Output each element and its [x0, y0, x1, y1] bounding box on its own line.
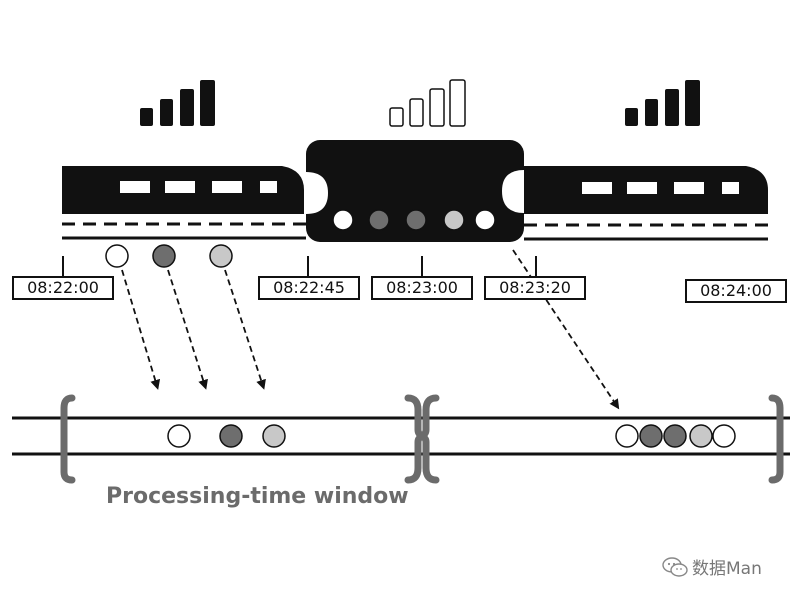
timestamp-ticks	[62, 256, 537, 276]
bottom-timeline	[12, 416, 790, 456]
timestamp-label: 08:23:20	[484, 276, 586, 300]
timestamp-label: 08:22:00	[12, 276, 114, 300]
window-event-white	[167, 424, 191, 448]
tunnel-event-light-gray	[443, 209, 465, 231]
watermark: 数据Man	[662, 554, 762, 583]
tunnel-event-white	[474, 209, 496, 231]
tunnel-events	[332, 209, 496, 231]
train-right	[524, 166, 768, 214]
tunnel-event-dark-gray	[405, 209, 427, 231]
emitted-event-white	[105, 244, 129, 268]
window-event-light-gray	[689, 424, 713, 448]
window-event-white	[615, 424, 639, 448]
window-event-dark-gray	[219, 424, 243, 448]
emitted-event-light-gray	[209, 244, 233, 268]
window-event-dark-gray	[639, 424, 663, 448]
signal-strength-empty-icon	[389, 79, 466, 127]
arrow-event-to-window-1	[167, 269, 208, 390]
window-1-events	[167, 424, 286, 448]
window-2-events	[615, 424, 736, 448]
train-left	[62, 166, 304, 214]
window-event-dark-gray	[663, 424, 687, 448]
window-event-light-gray	[262, 424, 286, 448]
emitted-event-dark-gray	[152, 244, 176, 268]
arrow-tunnel-to-window-2	[512, 249, 620, 410]
wechat-icon	[662, 556, 688, 583]
emitted-events	[105, 244, 233, 268]
watermark-text: 数据Man	[692, 559, 762, 579]
tunnel-event-dark-gray	[368, 209, 390, 231]
tunnel	[306, 140, 524, 242]
window-2-left-bracket	[417, 394, 440, 484]
flow-arrows	[121, 249, 620, 410]
arrow-event-to-window-1	[121, 269, 161, 390]
window-2-right-bracket	[768, 394, 784, 484]
arrow-event-to-window-1	[224, 269, 266, 390]
timestamp-label: 08:23:00	[371, 276, 473, 300]
window-event-white	[712, 424, 736, 448]
window-1-left-bracket	[60, 394, 76, 484]
timestamp-label: 08:24:00	[685, 279, 787, 303]
signal-strength-full-left-icon	[140, 80, 215, 126]
window-caption: Processing-time window	[106, 484, 409, 509]
tunnel-event-white	[332, 209, 354, 231]
top-railway	[62, 222, 768, 241]
signal-strength-full-right-icon	[625, 80, 700, 126]
timestamp-label: 08:22:45	[258, 276, 360, 300]
window-brackets	[60, 394, 784, 484]
